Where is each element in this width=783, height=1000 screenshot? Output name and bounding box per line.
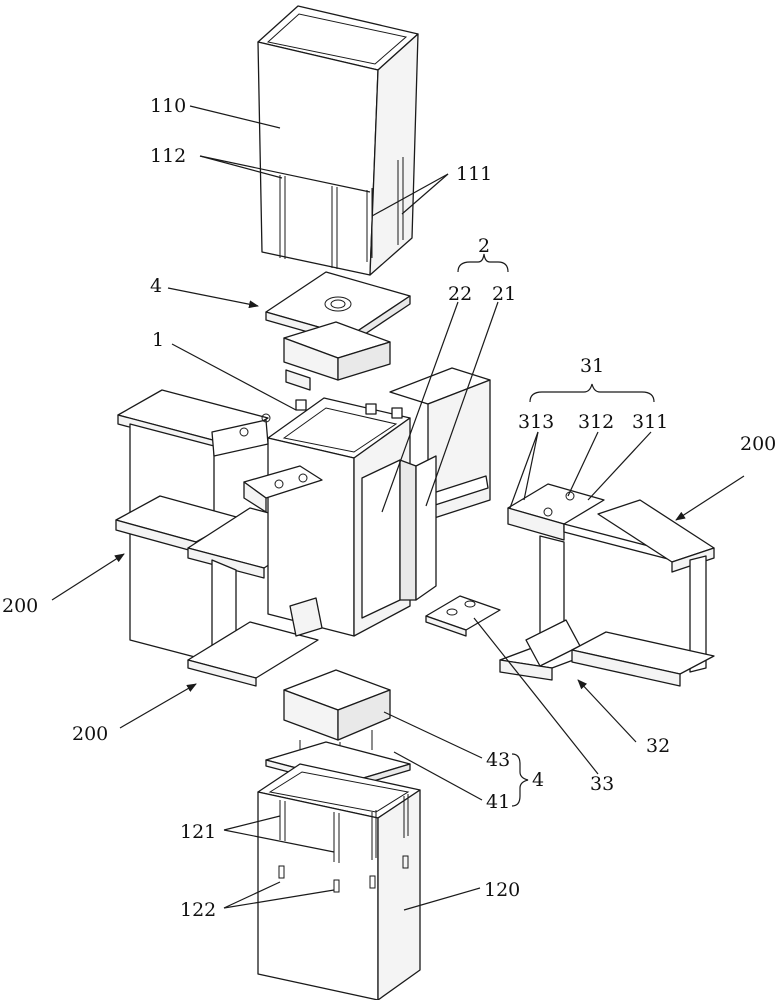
- label-121: 121: [180, 821, 216, 843]
- lower-insert-4: [265, 669, 411, 789]
- label-32: 32: [646, 735, 670, 757]
- right-beam-200: [499, 483, 715, 687]
- upper-column-110: [257, 5, 419, 276]
- label-200-left: 200: [2, 595, 38, 617]
- label-2: 2: [478, 235, 490, 257]
- label-4-lower: 4: [532, 769, 544, 791]
- label-41: 41: [486, 791, 510, 813]
- label-120: 120: [484, 879, 520, 901]
- label-112: 112: [150, 145, 186, 167]
- left-beam-200: [115, 389, 269, 663]
- label-22: 22: [448, 283, 472, 305]
- label-4-upper: 4: [150, 275, 162, 297]
- label-312: 312: [578, 411, 614, 433]
- label-31: 31: [580, 355, 604, 377]
- label-122: 122: [180, 899, 216, 921]
- label-200-bottom: 200: [72, 723, 108, 745]
- label-200-right: 200: [740, 433, 776, 455]
- label-313: 313: [518, 411, 554, 433]
- leader-lines: [51, 105, 745, 911]
- reference-labels: 110 112 111 2 22 21 4 1 31 313 312 311 2…: [2, 95, 776, 921]
- label-21: 21: [492, 283, 516, 305]
- upper-insert-4: [265, 271, 411, 391]
- back-beam: [389, 367, 491, 521]
- label-33: 33: [590, 773, 614, 795]
- label-111: 111: [456, 163, 492, 185]
- label-311: 311: [632, 411, 668, 433]
- label-1: 1: [152, 329, 164, 351]
- lower-column-120: [257, 763, 421, 1000]
- label-110: 110: [150, 95, 186, 117]
- label-43: 43: [486, 749, 510, 771]
- plate-33: [425, 595, 501, 637]
